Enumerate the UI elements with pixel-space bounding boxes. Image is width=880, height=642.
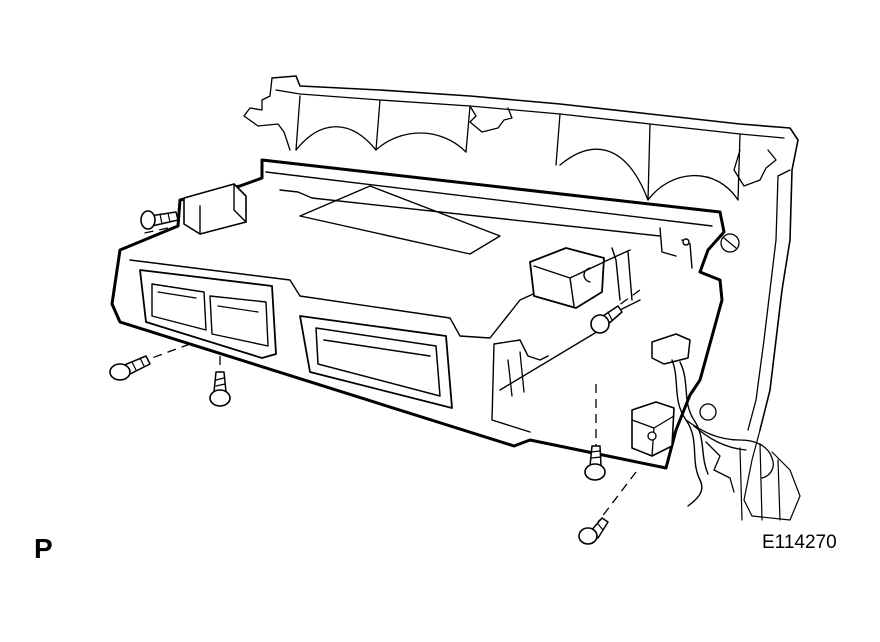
screw xyxy=(578,517,609,545)
control-unit xyxy=(110,158,726,470)
screw xyxy=(590,305,623,334)
wire-harness xyxy=(631,233,774,507)
screw xyxy=(209,371,231,407)
screw xyxy=(584,445,606,481)
figure-id: E114270 xyxy=(762,532,837,553)
view-letter: P xyxy=(34,533,53,564)
screw xyxy=(140,210,179,230)
screws xyxy=(109,210,623,545)
screw xyxy=(109,355,151,381)
dashboard-bracket xyxy=(243,75,801,521)
